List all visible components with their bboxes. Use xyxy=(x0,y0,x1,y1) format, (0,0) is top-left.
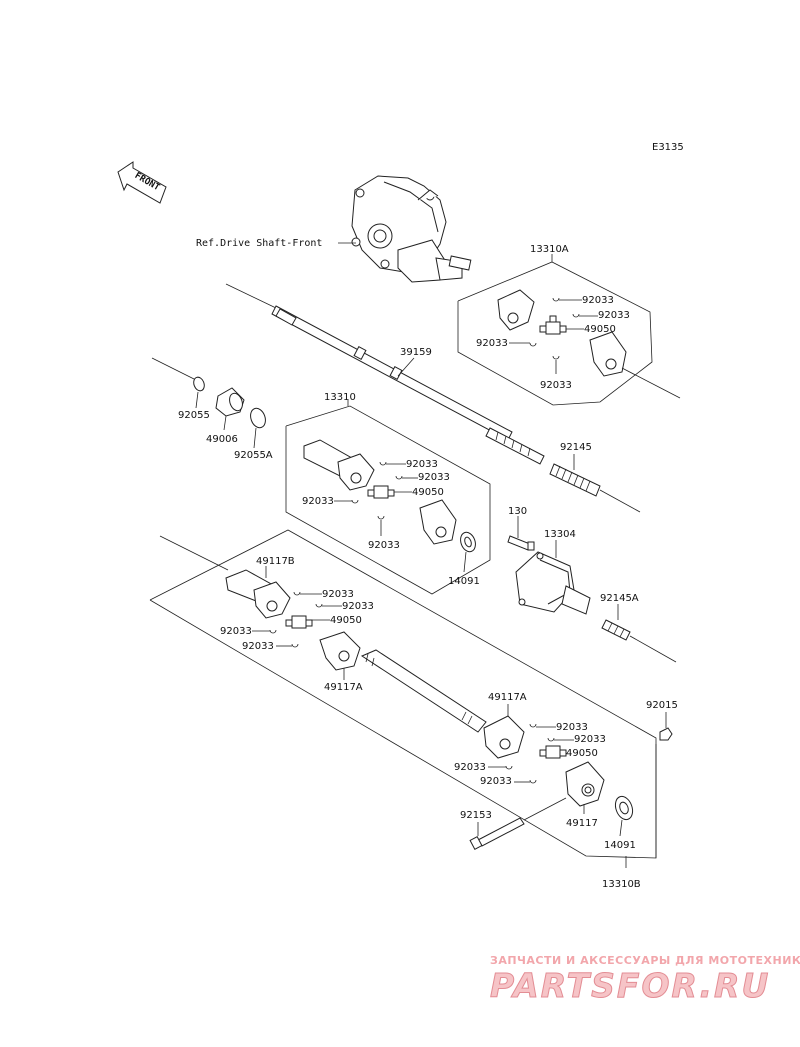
callout-92033: 92033 xyxy=(556,722,588,733)
bolt-92153: 92153 xyxy=(460,797,567,850)
callout-49117A: 49117A xyxy=(488,692,527,703)
callout-92145: 92145 xyxy=(560,442,592,453)
callout-49006: 49006 xyxy=(206,434,238,445)
watermark-brand: PARTSFOR.RU xyxy=(490,966,770,1005)
callout-49117B: 49117B xyxy=(256,556,295,567)
callout-49117A: 49117A xyxy=(324,682,363,693)
callout-92033: 92033 xyxy=(418,472,450,483)
callout-92033: 92033 xyxy=(476,338,508,349)
callout-49050: 49050 xyxy=(584,324,616,335)
callout-49117: 49117 xyxy=(566,818,598,829)
callout-92033: 92033 xyxy=(242,641,274,652)
callout-92015: 92015 xyxy=(646,700,678,711)
callout-92055: 92055 xyxy=(178,410,210,421)
ref-drive-shaft-label: Ref.Drive Shaft-Front xyxy=(196,238,322,249)
diagram-code: E3135 xyxy=(652,142,684,153)
callout-92033: 92033 xyxy=(302,496,334,507)
callout-92153: 92153 xyxy=(460,810,492,821)
callout-92033: 92033 xyxy=(574,734,606,745)
callout-14091: 14091 xyxy=(604,840,636,851)
bolt-130: 130 xyxy=(507,506,535,551)
group-13310B: 49117B 49117A 92033 92033 49050 92033 92… xyxy=(149,529,657,890)
callout-49050: 49050 xyxy=(330,615,362,626)
callout-92033: 92033 xyxy=(540,380,572,391)
housing-13304: 13304 xyxy=(515,529,591,615)
callout-92033: 92033 xyxy=(454,762,486,773)
callout-130: 130 xyxy=(508,506,527,517)
callout-92145A: 92145A xyxy=(600,593,639,604)
front-arrow-icon: FRONT xyxy=(117,161,167,204)
seal-parts: 92055 49006 92055A xyxy=(151,357,273,461)
callout-92033: 92033 xyxy=(322,589,354,600)
callout-14091: 14091 xyxy=(448,576,480,587)
spring-92145: 92145 xyxy=(549,442,641,513)
callout-13310: 13310 xyxy=(324,392,356,403)
callout-92033: 92033 xyxy=(480,776,512,787)
watermark-tagline: ЗАПЧАСТИ И АКСЕССУАРЫ ДЛЯ МОТОТЕХНИКИ xyxy=(490,954,800,967)
callout-92033: 92033 xyxy=(582,295,614,306)
callout-13310B: 13310B xyxy=(602,879,641,890)
watermark-logo: ЗАПЧАСТИ И АКСЕССУАРЫ ДЛЯ МОТОТЕХНИКИ PA… xyxy=(490,954,800,1006)
group-13310A: 13310A 92033 92033 49050 92033 92033 xyxy=(457,244,681,406)
drive-shaft-39159: 39159 xyxy=(225,283,545,465)
callout-13304: 13304 xyxy=(544,529,576,540)
callout-92033: 92033 xyxy=(342,601,374,612)
callout-13310A: 13310A xyxy=(530,244,569,255)
callout-92055A: 92055A xyxy=(234,450,273,461)
callout-92033: 92033 xyxy=(406,459,438,470)
nut-92015: 92015 xyxy=(646,700,678,858)
callout-49050: 49050 xyxy=(412,487,444,498)
group-13310: 13310 92033 92033 49050 92033 92033 1409… xyxy=(285,392,491,595)
spring-92145A: 92145A xyxy=(600,593,677,663)
differential-housing xyxy=(351,175,472,283)
callout-92033: 92033 xyxy=(598,310,630,321)
callout-49050: 49050 xyxy=(566,748,598,759)
callout-92033: 92033 xyxy=(368,540,400,551)
callout-39159: 39159 xyxy=(400,347,432,358)
callout-92033: 92033 xyxy=(220,626,252,637)
